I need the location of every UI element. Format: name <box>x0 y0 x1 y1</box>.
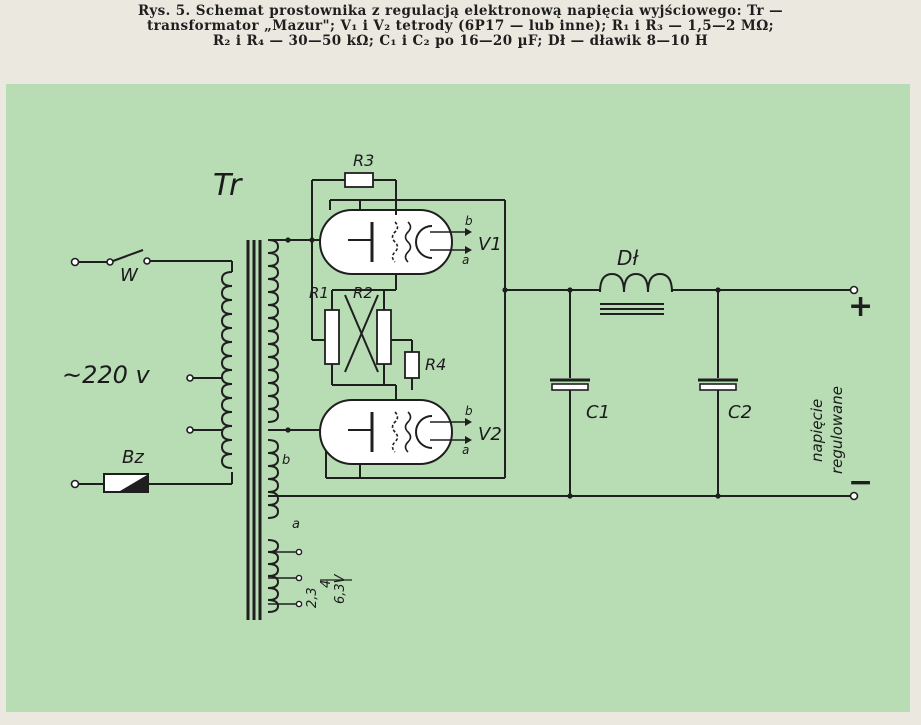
label-r3: R3 <box>353 151 374 170</box>
label-mains: ~220 v <box>62 361 151 389</box>
rectifier-secondary-coil <box>267 439 280 519</box>
heater-tap-terminal-2 <box>295 574 303 582</box>
output-minus-terminal <box>849 491 859 501</box>
label-v1: V1 <box>478 234 502 255</box>
caption-line-3: R₂ i R₄ — 30—50 kΩ; C₁ i C₂ po 16—20 µF;… <box>212 33 709 49</box>
label-secondary-b: b <box>282 453 290 468</box>
label-tap-63: 6,3V <box>333 573 348 604</box>
resistor-r3 <box>344 172 374 188</box>
label-c1: C1 <box>586 402 610 423</box>
switch-contact-left <box>106 258 114 266</box>
label-tap-4: 4 <box>319 580 334 588</box>
output-plus-terminal <box>849 285 859 295</box>
capacitor-c2 <box>699 383 737 391</box>
heater-tap-terminal-3 <box>295 600 303 608</box>
tap-terminal-1 <box>186 374 194 382</box>
fuse-element <box>120 475 147 491</box>
input-terminal-top <box>70 257 80 267</box>
mains-input <box>70 249 233 493</box>
label-r2: R2 <box>353 284 373 302</box>
label-tap-23: 2,3 <box>305 587 320 608</box>
tube-section <box>268 172 506 479</box>
label-switch: W <box>120 265 139 286</box>
label-choke: Dł <box>617 246 639 270</box>
label-plus: + <box>848 289 873 324</box>
label-fuse: Bz <box>122 447 144 468</box>
resistor-r2 <box>376 309 392 365</box>
label-output-line1: napięcie <box>808 399 826 462</box>
primary-winding <box>220 271 233 469</box>
heater-secondary-coil <box>267 539 280 613</box>
secondary-windings <box>267 239 303 613</box>
schematic-panel <box>6 84 910 712</box>
label-v1-pin-b: b <box>465 214 473 228</box>
resistor-r1 <box>324 309 340 365</box>
caption-line-1: Rys. 5. Schemat prostownika z regulacją … <box>137 3 784 19</box>
label-v2-pin-a: a <box>462 443 469 457</box>
filter-output <box>268 272 859 501</box>
caption-line-2: transformator „Mazur"; V₁ i V₂ tetrody (… <box>146 18 775 34</box>
switch-contact-right <box>143 257 151 265</box>
capacitor-c1 <box>551 383 589 391</box>
tube-v1 <box>319 205 472 290</box>
primary-coil-path <box>220 271 233 469</box>
label-v2: V2 <box>478 424 502 445</box>
label-transformer: Tr <box>213 168 243 203</box>
switch-blade <box>112 249 144 262</box>
label-v2-pin-b: b <box>465 404 473 418</box>
label-r1: R1 <box>309 284 329 302</box>
transformer-core <box>246 240 262 620</box>
cross-wire-2 <box>344 294 379 373</box>
tap-terminal-2 <box>186 426 194 434</box>
figure-caption: Rys. 5. Schemat prostownika z regulacją … <box>0 4 921 49</box>
label-minus: − <box>848 465 873 500</box>
input-terminal-bottom <box>70 479 80 489</box>
tube-v2 <box>319 399 472 478</box>
label-r4: R4 <box>425 355 446 374</box>
resistor-r4 <box>404 351 420 379</box>
heater-tap-terminal-1 <box>295 548 303 556</box>
high-voltage-secondary-coil <box>267 239 280 423</box>
label-secondary-a: a <box>292 517 300 532</box>
label-output-line2: regulowane <box>828 386 846 474</box>
label-v1-pin-a: a <box>462 253 469 267</box>
label-c2: C2 <box>728 402 752 423</box>
choke-coil <box>599 272 673 293</box>
